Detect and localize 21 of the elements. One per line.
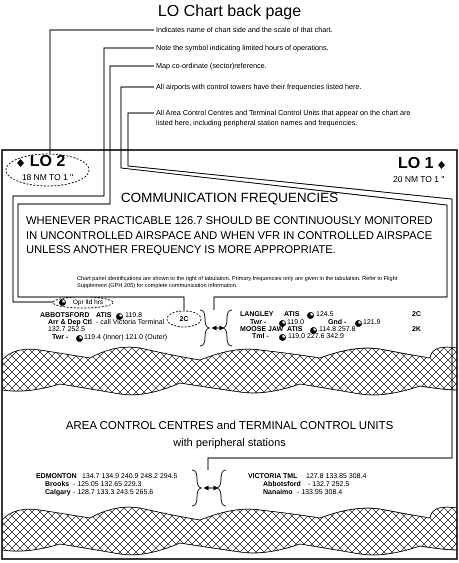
notice-paragraph: WHENEVER PRACTICABLE 126.7 SHOULD BE CONTINUOUSLY MONITORED IN UNCONTROLLED AIRSPACE AND WHEN VFR IN CONTROLLED AIRSPACE UNLESS ANOTHER FREQUENCY IS MORE APPROPRIATE. bbox=[26, 214, 434, 258]
section-heading: COMMUNICATION FREQUENCIES bbox=[120, 191, 340, 206]
leader-line bbox=[18, 66, 184, 310]
leader-line bbox=[50, 30, 154, 154]
chart-name: LO 2 bbox=[30, 153, 66, 170]
chart-scale: 20 NM TO 1 " bbox=[393, 175, 444, 184]
section-heading: AREA CONTROL CENTRES and TERMINAL CONTROL UNITS bbox=[64, 420, 394, 433]
page-title: LO Chart back page bbox=[156, 3, 302, 21]
torn-edge-band bbox=[2, 346, 458, 396]
leader-line bbox=[12, 48, 154, 302]
chart-name: LO 1 bbox=[398, 155, 434, 173]
dashed-ellipse-callout bbox=[5, 153, 90, 187]
dashed-ellipse-callout bbox=[52, 296, 114, 309]
brace-pair-drawing bbox=[200, 310, 232, 346]
section-subheading: with peripheral stations bbox=[172, 437, 287, 450]
leader-line bbox=[120, 86, 448, 310]
brace-pair-drawing bbox=[192, 470, 226, 506]
leader-line bbox=[128, 112, 452, 470]
torn-edge-band bbox=[2, 506, 458, 556]
chart-scale: 18 NM TO 1 " bbox=[22, 172, 74, 182]
dashed-ellipse-callout bbox=[166, 310, 202, 328]
